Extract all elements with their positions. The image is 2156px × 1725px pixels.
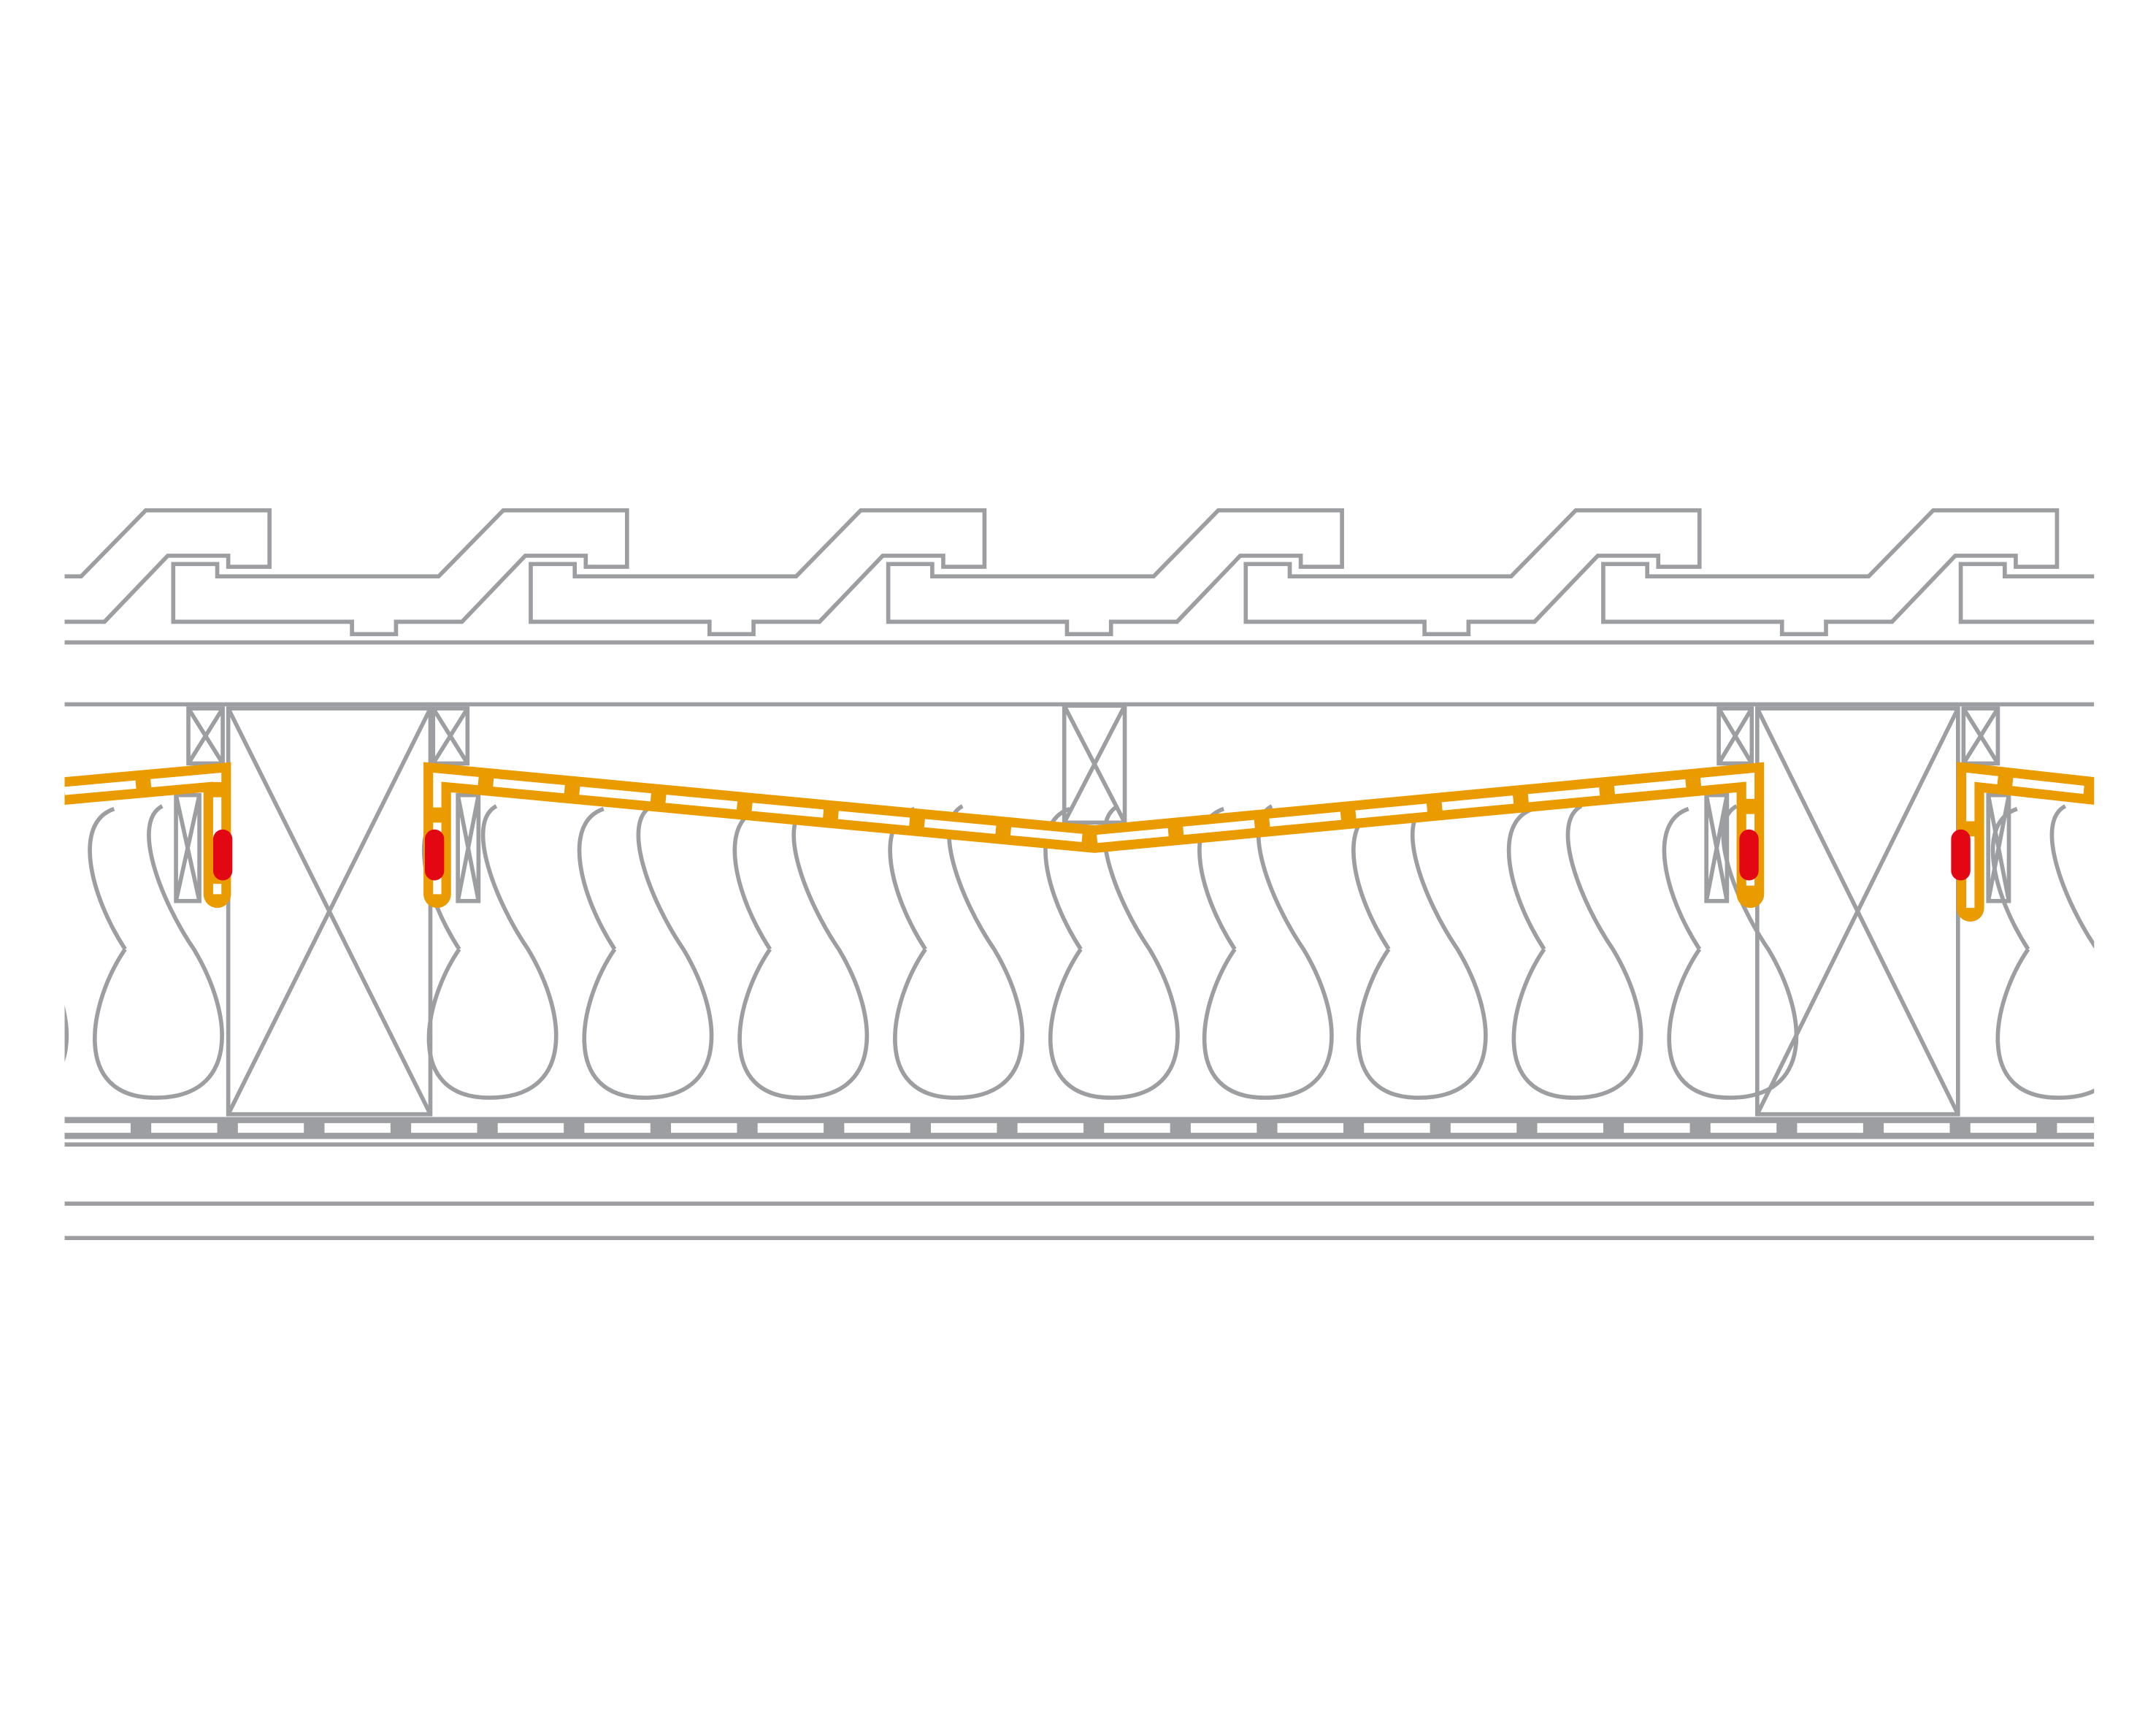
sealing-clip xyxy=(212,829,233,881)
counter-batten-cross xyxy=(1961,707,2000,765)
membrane-dash xyxy=(1966,772,2095,909)
insulation-lobe xyxy=(2148,806,2156,1098)
roof-tile xyxy=(64,508,272,624)
roof-tile xyxy=(529,508,987,637)
counter-batten-cross xyxy=(186,707,225,765)
rafter-right-cross xyxy=(1755,707,1960,1115)
roof-tile xyxy=(1958,562,2095,624)
insulation-lobe xyxy=(88,804,224,1100)
roof-tile xyxy=(171,508,629,637)
sealing-clip xyxy=(1739,829,1759,881)
rafter-left-cross xyxy=(226,707,432,1115)
insulation-lobe xyxy=(1197,804,1334,1100)
insulation-layer xyxy=(64,804,2156,1100)
sealing-clips xyxy=(212,829,1971,881)
insulation-lobe xyxy=(64,1005,69,1062)
membrane-dash xyxy=(433,773,1755,895)
side-batten-cross xyxy=(1704,795,1730,902)
side-batten-cross xyxy=(456,795,481,902)
insulation-lobe xyxy=(1506,804,1643,1100)
insulation-lobe xyxy=(577,804,714,1100)
insulation-lobe xyxy=(1351,804,1488,1100)
sealing-clip xyxy=(424,829,445,881)
counter-batten-cross xyxy=(1716,707,1754,765)
counter-batten-middle-cross xyxy=(1062,704,1127,824)
roof-structure xyxy=(64,640,2095,1241)
insulation-lobe xyxy=(732,804,870,1100)
roof-tile xyxy=(886,508,1344,637)
roof-tile xyxy=(1243,508,1702,637)
roof-tiles xyxy=(64,508,2095,637)
sealing-clip xyxy=(1951,829,1971,881)
side-batten-cross xyxy=(1986,795,2011,902)
counter-batten-cross xyxy=(431,707,469,765)
insulation-lobe xyxy=(888,804,1024,1100)
side-batten-cross xyxy=(174,795,202,902)
insulation-lobe xyxy=(1662,804,1799,1100)
roof-tile xyxy=(1601,508,2060,637)
insulation-lobe xyxy=(1990,804,2095,1100)
insulation-lobe xyxy=(1043,804,1180,1100)
